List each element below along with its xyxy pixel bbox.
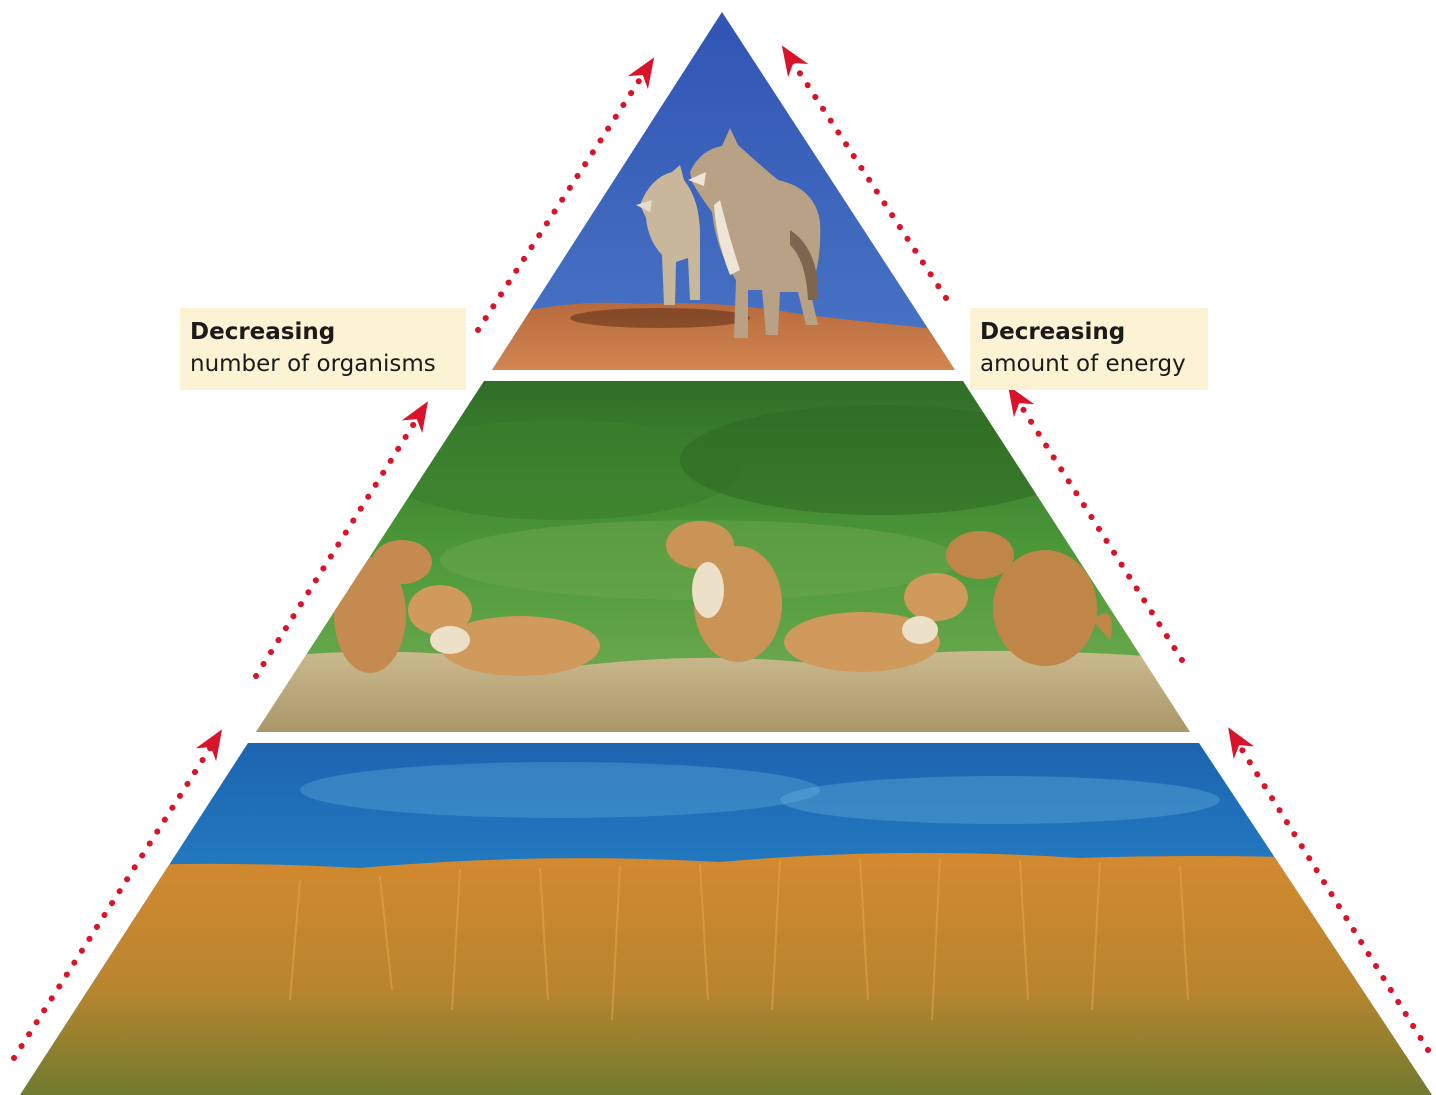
label-decreasing-energy: Decreasing amount of energy [970, 308, 1208, 390]
tier-middle-prairie-dogs [250, 380, 1200, 740]
tier-top-wolves [480, 0, 970, 380]
label-right-heading: Decreasing [980, 316, 1194, 348]
label-left-heading: Decreasing [190, 316, 452, 348]
label-right-text: amount of energy [980, 348, 1194, 380]
label-left-text: number of organisms [190, 348, 452, 380]
tier-bottom-grassland [0, 740, 1436, 1095]
label-decreasing-organisms: Decreasing number of organisms [180, 308, 466, 390]
